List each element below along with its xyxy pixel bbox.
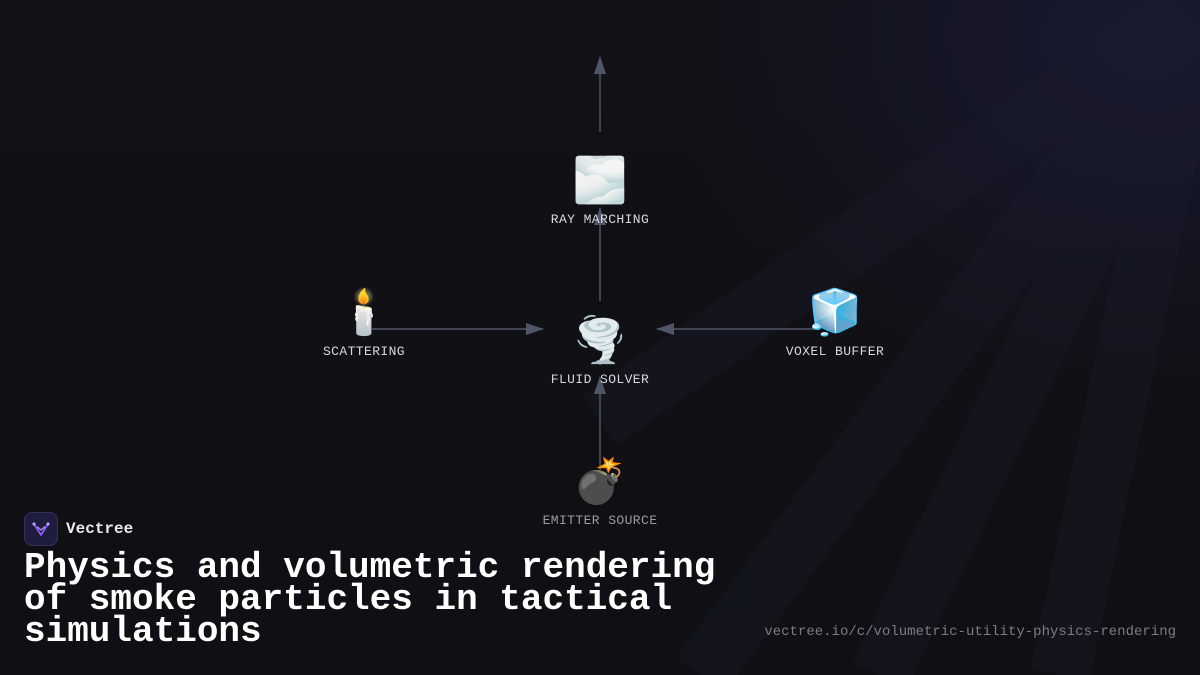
node-emitter-source: 💣 EMITTER SOURCE [510, 459, 690, 528]
node-scattering: 🕯️ SCATTERING [274, 290, 454, 359]
brand[interactable]: Vectree [24, 512, 133, 546]
node-ray-marching: 🌫️ RAY MARCHING [510, 158, 690, 227]
node-label: VOXEL BUFFER [785, 344, 885, 359]
candle-icon: 🕯️ [336, 291, 392, 341]
fog-icon: 🌫️ [572, 159, 628, 209]
vectree-logo-icon [24, 512, 58, 546]
node-label: FLUID SOLVER [550, 372, 650, 387]
node-label: RAY MARCHING [550, 212, 650, 227]
page-url[interactable]: vectree.io/c/volumetric-utility-physics-… [764, 624, 1176, 640]
brand-name: Vectree [66, 520, 134, 538]
tornado-icon: 🌪️ [572, 319, 628, 369]
node-label: EMITTER SOURCE [542, 513, 658, 528]
bomb-icon: 💣 [572, 460, 628, 510]
node-voxel-buffer: 🧊 VOXEL BUFFER [745, 290, 925, 359]
node-fluid-solver: 🌪️ FLUID SOLVER [510, 318, 690, 387]
node-label: SCATTERING [322, 344, 405, 359]
page-title: Physics and volumetric rendering of smok… [24, 547, 716, 652]
ice-cube-icon: 🧊 [807, 291, 863, 341]
